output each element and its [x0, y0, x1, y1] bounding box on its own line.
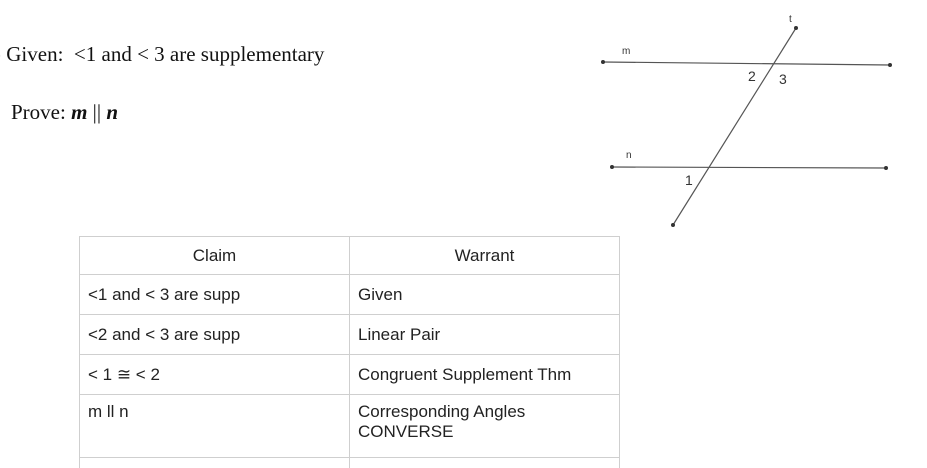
column-header-warrant: Warrant [350, 237, 620, 275]
transversal-t [673, 28, 796, 225]
warrant-line-2: CONVERSE [358, 422, 611, 442]
claim-cell: <2 and < 3 are supp [80, 315, 350, 355]
label-n: n [626, 150, 632, 161]
point-n-right [884, 166, 888, 170]
table-row: <2 and < 3 are supp Linear Pair [80, 315, 620, 355]
point-m-right [888, 63, 892, 67]
table-row: <1 and < 3 are supp Given [80, 275, 620, 315]
angle-2-label: 2 [748, 68, 756, 84]
warrant-line-1: Corresponding Angles [358, 402, 611, 422]
proof-table: Claim Warrant <1 and < 3 are supp Given … [79, 236, 620, 468]
warrant-cell: Congruent Supplement Thm [350, 355, 620, 395]
claim-cell: < 1 ≅ < 2 [80, 355, 350, 395]
point-t-top [794, 26, 798, 30]
label-m: m [622, 46, 630, 57]
point-t-bottom [671, 223, 675, 227]
claim-cell: <1 and < 3 are supp [80, 275, 350, 315]
table-header-row: Claim Warrant [80, 237, 620, 275]
warrant-cell: Given [350, 275, 620, 315]
label-t: t [789, 14, 792, 25]
angle-3-label: 3 [779, 71, 787, 87]
line-m [603, 62, 890, 65]
warrant-cell: Linear Pair [350, 315, 620, 355]
line-n [612, 167, 886, 168]
angle-1-label: 1 [685, 172, 693, 188]
claim-cell: m ll n [80, 395, 350, 458]
parallel-lines-diagram: m n t 2 3 1 [0, 0, 927, 240]
point-n-left [610, 165, 614, 169]
point-m-left [601, 60, 605, 64]
table-row: < 1 ≅ < 2 Congruent Supplement Thm [80, 355, 620, 395]
column-header-claim: Claim [80, 237, 350, 275]
